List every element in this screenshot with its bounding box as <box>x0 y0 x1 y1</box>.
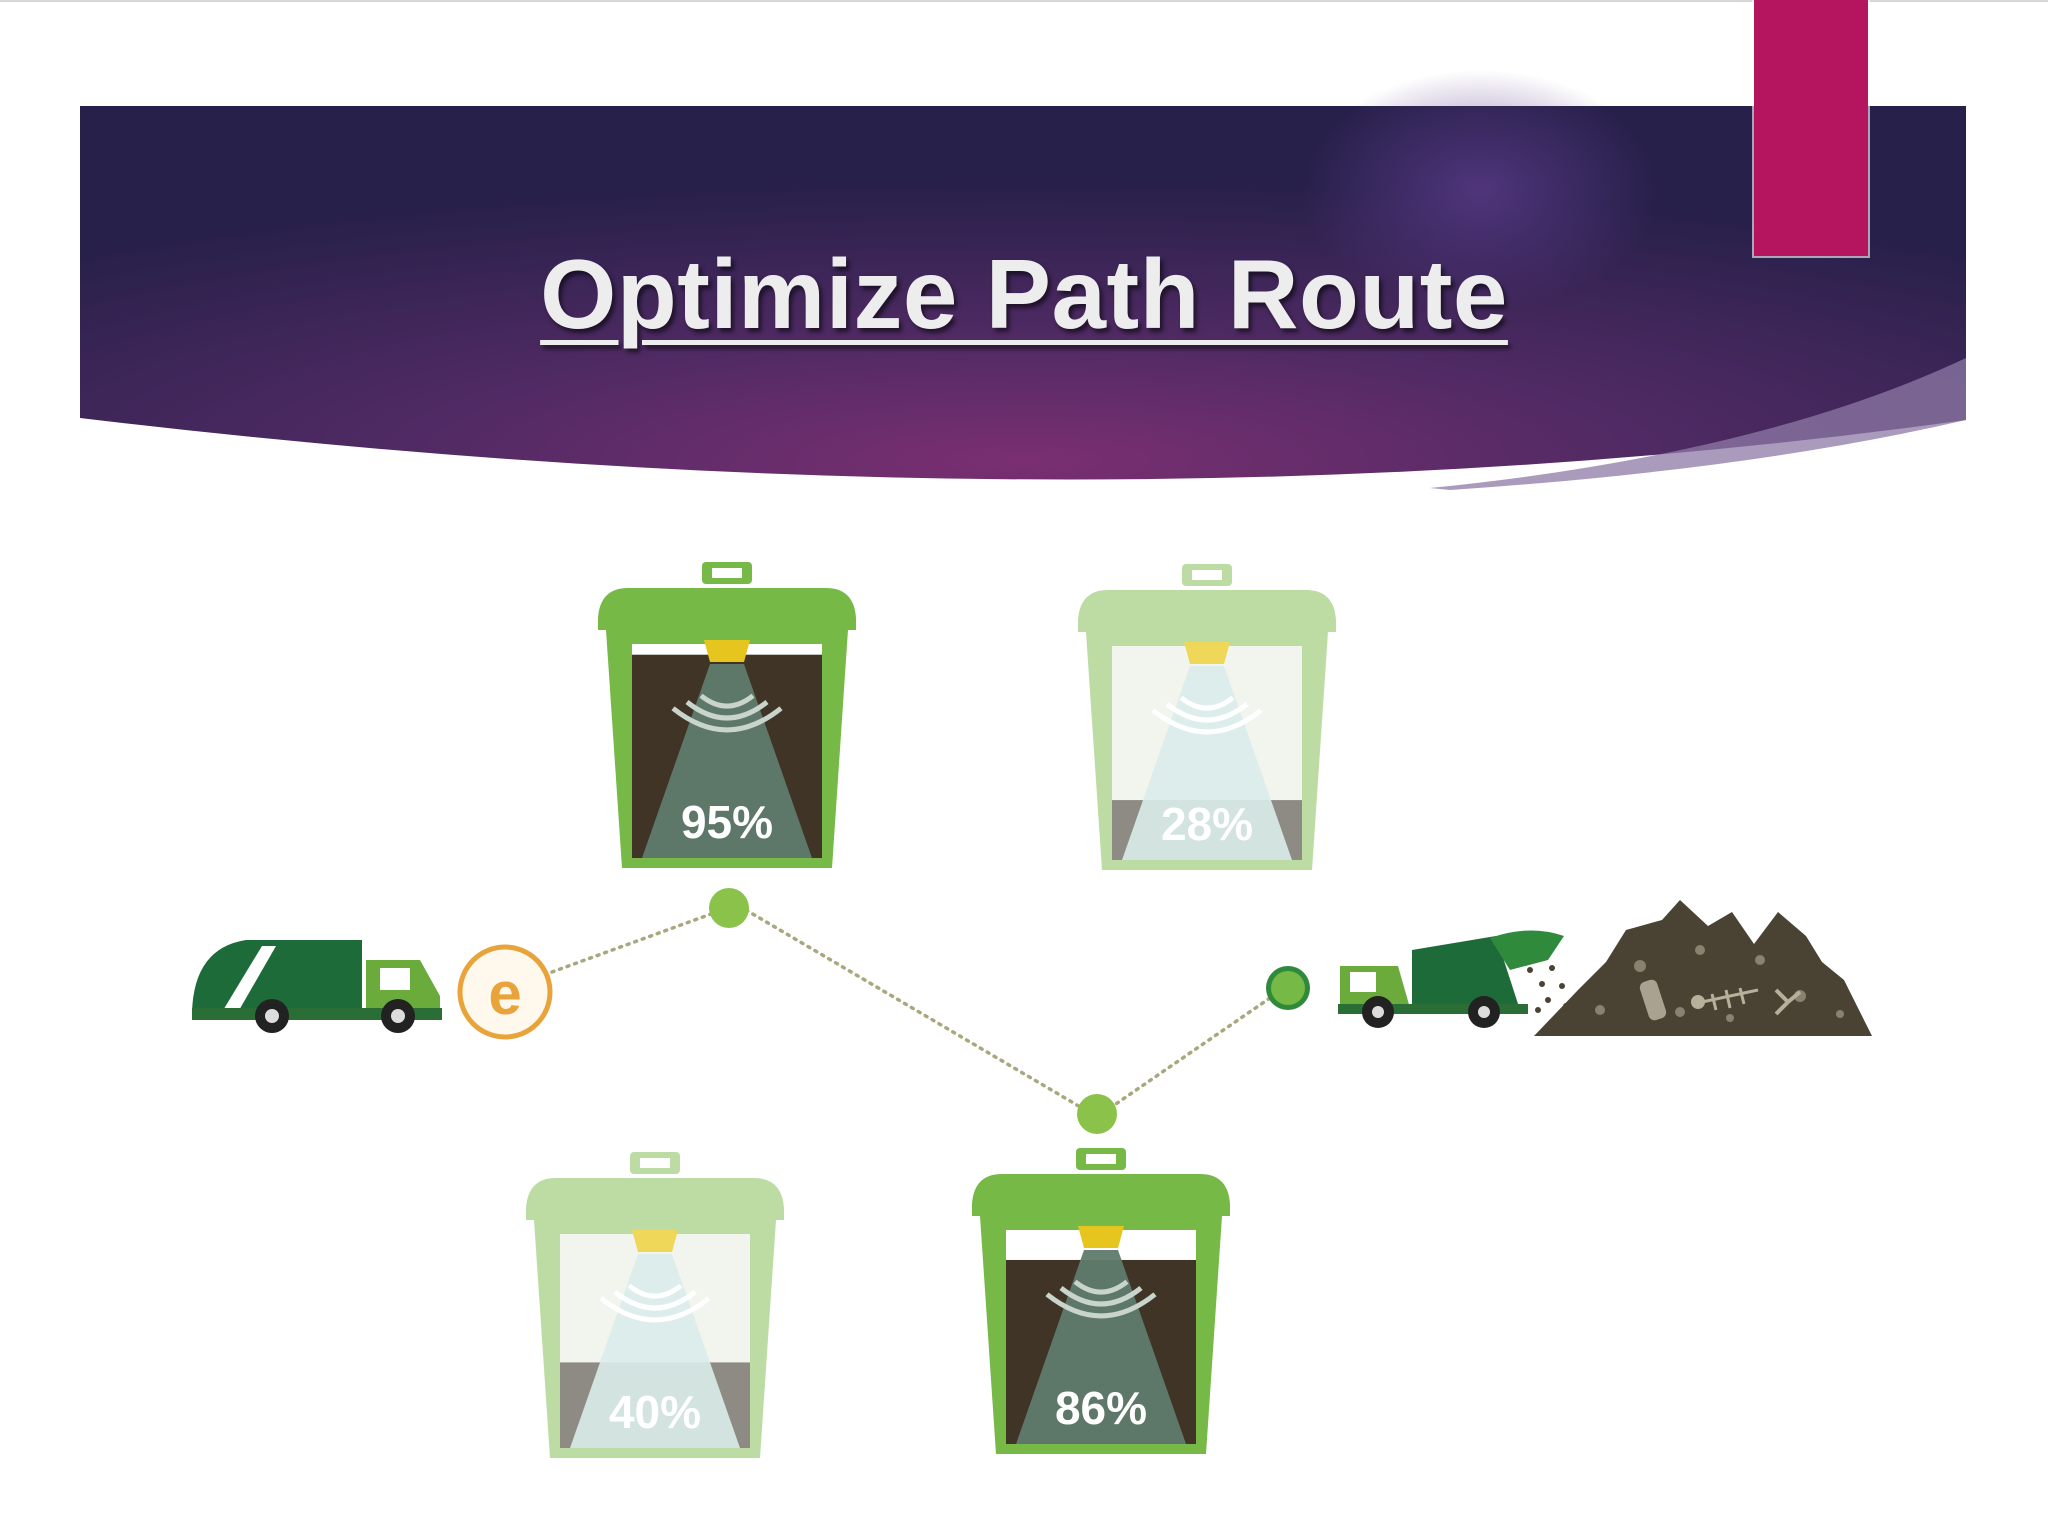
bin-top-right-percent: 28% <box>1161 798 1253 850</box>
route-path <box>550 908 1272 1110</box>
top-border-line <box>0 0 2048 2</box>
bin-bottom-left-percent: 40% <box>609 1386 701 1438</box>
sensor-icon <box>1184 642 1230 664</box>
bin-top-left-percent: 95% <box>681 796 773 848</box>
route-node-2 <box>1077 1094 1117 1134</box>
bin-bottom-left: 40% <box>526 1152 784 1458</box>
route-node-1 <box>709 888 749 928</box>
bin-bottom-right-percent: 86% <box>1055 1382 1147 1434</box>
sensor-icon <box>1078 1226 1124 1248</box>
accent-tab <box>1754 0 1868 256</box>
dumping-truck-icon <box>1338 930 1569 1028</box>
bin-top-left: 95% <box>598 562 856 868</box>
svg-text:e: e <box>488 960 521 1027</box>
landfill-icon <box>1534 900 1872 1036</box>
title-banner <box>80 70 1966 490</box>
sensor-icon <box>704 640 750 662</box>
bin-bottom-right: 86% <box>972 1148 1230 1454</box>
banner-swoosh <box>1430 358 1966 490</box>
sensor-icon <box>632 1230 678 1252</box>
depot-e-icon: e <box>457 944 553 1040</box>
bins-layer: 95% 28% 40% 86% <box>526 562 1336 1458</box>
slide-title: Optimize Path Route <box>540 239 1508 349</box>
garbage-truck-icon <box>192 940 442 1033</box>
bin-top-right: 28% <box>1078 564 1336 870</box>
